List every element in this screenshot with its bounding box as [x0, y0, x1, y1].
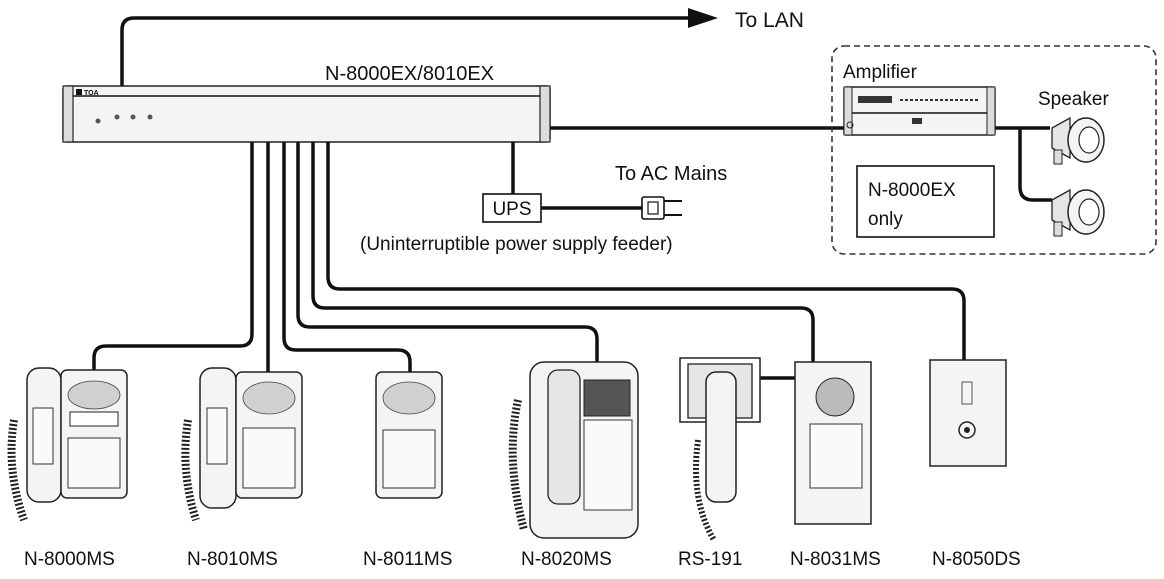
- speaker-icon: [1051, 188, 1105, 237]
- station-n-8031ms: [794, 361, 872, 525]
- note-box: [856, 165, 995, 238]
- station-wire: [92, 142, 254, 370]
- device-label: N-8000MS: [24, 549, 115, 570]
- note-line-2: only: [868, 209, 903, 230]
- device-label: RS-191: [678, 549, 742, 570]
- lan-wire: [120, 16, 690, 86]
- device-label: N-8020MS: [521, 549, 612, 570]
- station-wire: [326, 142, 966, 360]
- station-n-8000ms: [7, 367, 128, 522]
- note-line-1: N-8000EX: [868, 180, 956, 201]
- device-label: N-8031MS: [790, 549, 881, 570]
- plug-icon: [641, 196, 682, 220]
- station-wire: [311, 142, 815, 362]
- speaker-icon: [1051, 116, 1105, 165]
- speaker-wire: [1018, 128, 1052, 202]
- to-lan-label: To LAN: [735, 9, 804, 32]
- station-n-8011ms: [375, 371, 443, 499]
- station-wire: [282, 142, 412, 372]
- ups-box: [482, 193, 542, 223]
- amplifier-unit: [843, 86, 996, 136]
- station-n-8020ms: [508, 361, 639, 539]
- station-n-8050ds: [929, 359, 1007, 467]
- ups-label: UPS: [492, 199, 531, 220]
- device-label: N-8010MS: [187, 549, 278, 570]
- exchange-label: N-8000EX/8010EX: [325, 63, 494, 85]
- speaker-label: Speaker: [1038, 89, 1109, 110]
- station-n-8010ms: [181, 367, 303, 522]
- exchange-unit: TOA: [62, 85, 551, 143]
- station-rs-191: [679, 357, 761, 542]
- amplifier-label: Amplifier: [843, 62, 918, 83]
- ac-mains-label: To AC Mains: [615, 163, 727, 185]
- lan-arrow-icon: [688, 8, 718, 28]
- device-label: N-8050DS: [932, 549, 1021, 570]
- device-label: N-8011MS: [363, 549, 452, 570]
- ups-description: (Uninterruptible power supply feeder): [360, 234, 673, 255]
- amplifier-region: [831, 45, 1157, 255]
- exchange-logo: TOA: [84, 90, 99, 97]
- station-wire: [296, 142, 599, 362]
